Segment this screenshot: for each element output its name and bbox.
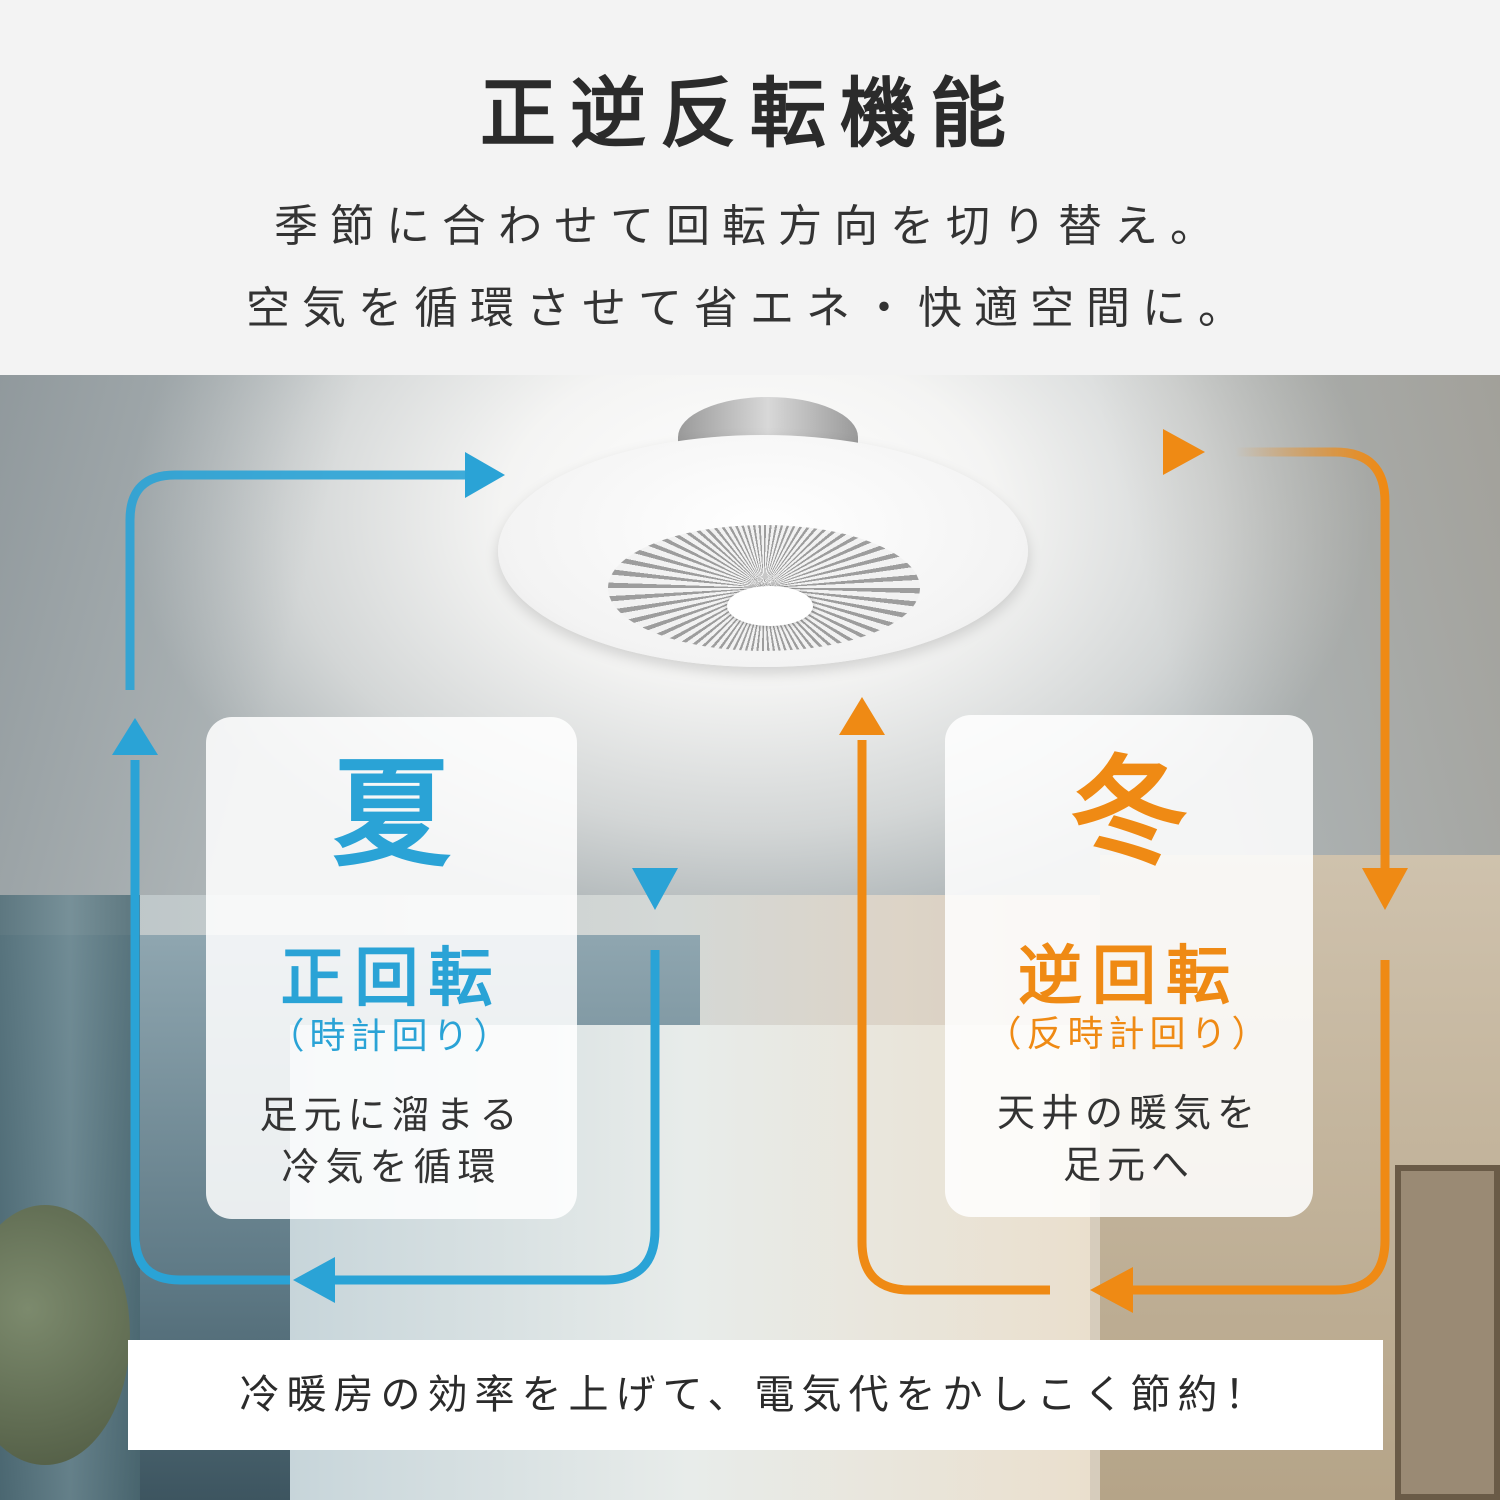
winter-season-label: 冬 (1069, 743, 1188, 881)
footer-banner: 冷暖房の効率を上げて、電気代をかしこく節約！ (128, 1340, 1383, 1450)
summer-rotation-sub: （時計回り） (268, 1016, 515, 1057)
winter-card: 冬 逆回転 （反時計回り） 天井の暖気を 足元へ (945, 715, 1313, 1217)
summer-season-label: 夏 (332, 745, 451, 883)
summer-rotation-label: 正回転 (280, 942, 503, 1016)
header: 正逆反転機能 季節に合わせて回転方向を切り替え。 空気を循環させて省エネ・快適空… (0, 0, 1500, 375)
subtitle-line-2: 空気を循環させて省エネ・快適空間に。 (246, 283, 1254, 334)
winter-desc-line-1: 天井の暖気を (996, 1091, 1261, 1135)
winter-desc-line-2: 足元へ (1062, 1143, 1195, 1187)
winter-arrow-loop (839, 429, 1408, 1313)
picture-frame (1395, 1165, 1500, 1500)
summer-arrow-loop (112, 452, 678, 1303)
fan-hub (727, 586, 813, 626)
plant (0, 1205, 130, 1465)
subtitle-line-1: 季節に合わせて回転方向を切り替え。 (274, 201, 1226, 252)
winter-description: 天井の暖気を 足元へ (945, 1087, 1313, 1191)
winter-rotation-sub: （反時計回り） (985, 1014, 1273, 1055)
page-title: 正逆反転機能 (480, 69, 1020, 158)
summer-desc-line-1: 足元に溜まる (259, 1093, 524, 1137)
summer-description: 足元に溜まる 冷気を循環 (206, 1089, 577, 1193)
winter-rotation-label: 逆回転 (1018, 940, 1240, 1014)
summer-card: 夏 正回転 （時計回り） 足元に溜まる 冷気を循環 (206, 717, 577, 1219)
summer-desc-line-2: 冷気を循環 (281, 1145, 502, 1189)
